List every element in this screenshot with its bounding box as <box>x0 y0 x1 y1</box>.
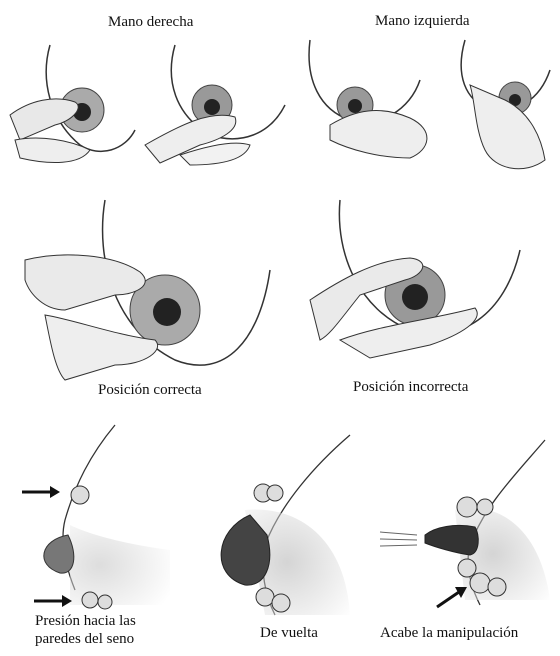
finish-step-illustration <box>375 435 555 610</box>
pressure-label-line2: paredes del seno <box>35 630 136 648</box>
pressure-step-illustration <box>20 425 190 610</box>
pressure-label-line1: Presión hacia las <box>35 612 136 630</box>
left-hand-label: Mano izquierda <box>375 12 470 30</box>
right-hand-illustration-1 <box>10 40 145 170</box>
pressure-label: Presión hacia las paredes del seno <box>35 612 136 648</box>
right-hand-label: Mano derecha <box>108 13 193 31</box>
left-hand-illustration-2 <box>445 40 555 180</box>
right-hand-illustration-2 <box>140 45 290 170</box>
correct-position-label: Posición correcta <box>98 381 202 399</box>
correct-position-illustration <box>25 200 275 390</box>
incorrect-position-label: Posición incorrecta <box>353 378 468 396</box>
incorrect-position-illustration <box>300 200 540 375</box>
left-hand-illustration-1 <box>300 40 440 165</box>
turn-step-illustration <box>205 435 355 620</box>
turn-label: De vuelta <box>260 624 318 642</box>
finish-label: Acabe la manipulación <box>380 624 518 642</box>
